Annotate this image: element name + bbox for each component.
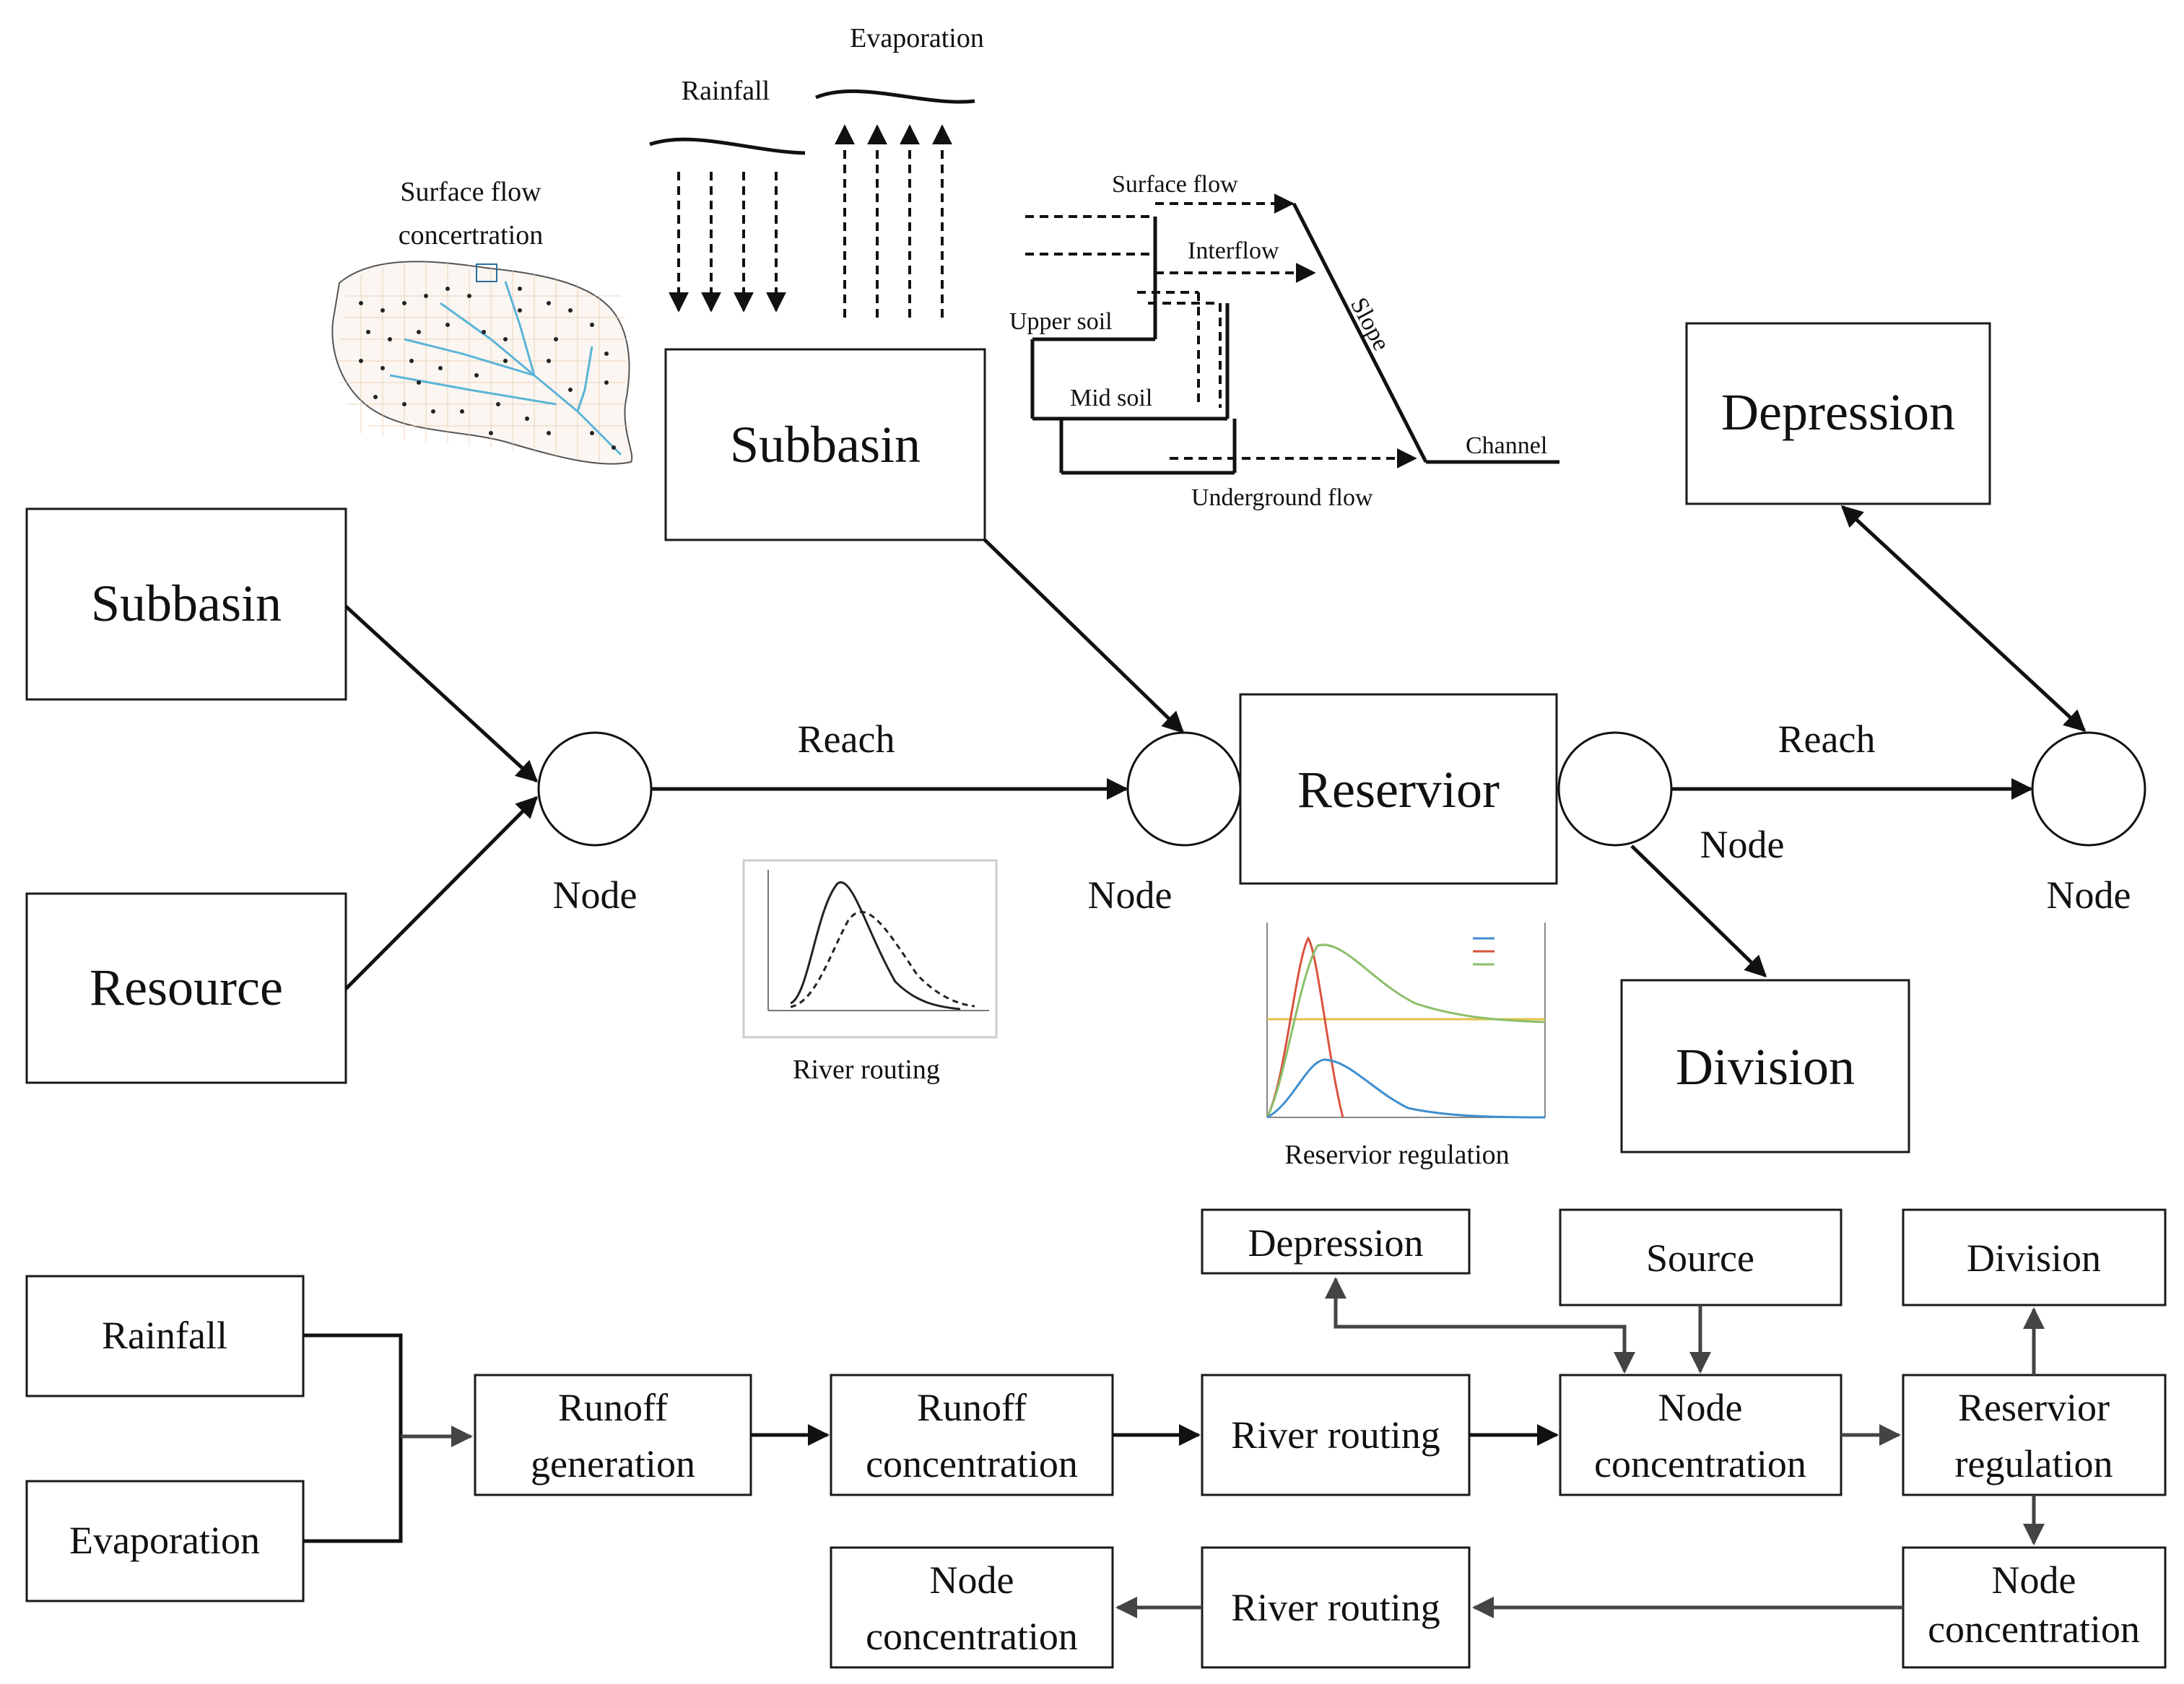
rainfall-input: Rainfall [649,76,806,313]
flow-rainfall-label: Rainfall [102,1314,227,1357]
arrow-resource-to-node1 [344,795,539,990]
flow-division-box: Division [1902,1208,2167,1306]
flow-runoff-generation-box: Runoff generation [474,1374,752,1496]
node-4-circle [2031,731,2146,847]
flow-runoff-generation-line2: generation [531,1442,695,1486]
reach-1-label: Reach [798,717,895,761]
surface-flow-label-line2: concertration [399,220,543,250]
flow-river-routing-1-label: River routing [1231,1413,1440,1457]
flow-river-routing-2-label: River routing [1231,1586,1440,1629]
reach-2-label: Reach [1778,717,1876,761]
depression-top-label: Depression [1721,383,1955,441]
flow-node-concentration-3-line1: Node [1992,1558,2076,1602]
flow-node-concentration-3-box: Node concentration [1902,1546,2167,1669]
soil-underground-flow-label: Underground flow [1191,484,1373,511]
flow-river-routing-2-box: River routing [1201,1546,1471,1669]
flow-depression-label: Depression [1248,1221,1424,1265]
flow-runoff-concentration-box: Runoff concentration [830,1374,1114,1496]
node-1-label: Node [553,873,638,917]
division-label: Division [1676,1038,1855,1096]
subbasin-left-box: Subbasin [25,507,347,701]
soil-upper-soil-label: Upper soil [1009,308,1113,335]
reservoir-label: Reservior [1297,761,1500,819]
arrow-subbasin-to-node2 [983,538,1185,734]
flow-rainfall-box: Rainfall [25,1275,305,1397]
reservoir-regulation-caption: Reservior regulation [1284,1140,1509,1170]
flow-division-label: Division [1967,1236,2101,1280]
flow-evaporation-label: Evaporation [69,1519,260,1562]
subbasin-center-box: Subbasin [664,348,986,541]
flow-runoff-generation-line1: Runoff [558,1386,668,1429]
flow-node-concentration-1-box: Node concentration [1559,1374,1843,1496]
division-box: Division [1620,979,1910,1153]
surface-flow-concentration-figure: Surface flow concertration [331,177,633,465]
connector-rainfall-evaporation [303,1333,403,1543]
soil-interflow-label: Interflow [1188,237,1279,264]
node-3-label: Node [1700,823,1785,866]
soil-profile-diagram: Surface flow Interflow Upper soil Mid so… [1009,171,1559,511]
node-4-label: Node [2047,873,2131,917]
flow-runoff-concentration-line1: Runoff [917,1386,1027,1429]
reservoir-regulation-chart-image [1235,907,1559,1125]
arrow-subbasin-to-node1 [344,605,539,783]
flow-node-concentration-2-line2: concentration [866,1615,1078,1658]
node-2-label: Node [1088,873,1173,917]
depression-top-box: Depression [1685,322,1991,505]
flow-node-concentration-1-line1: Node [1658,1386,1743,1429]
flow-reservoir-regulation-line2: regulation [1955,1442,2113,1486]
soil-surface-flow-label: Surface flow [1112,171,1238,198]
evaporation-wave [815,89,975,104]
reservoir-box: Reservior [1239,693,1558,885]
flow-source-label: Source [1646,1236,1754,1280]
evaporation-label: Evaporation [850,23,984,53]
rainfall-wave [649,137,806,155]
flow-node-concentration-2-line1: Node [930,1558,1014,1602]
flow-node-concentration-1-line2: concentration [1594,1442,1806,1486]
soil-channel-label: Channel [1466,432,1547,459]
evaporation-output: Evaporation [815,23,984,318]
flow-node-concentration-2-box: Node concentration [830,1546,1114,1669]
flow-runoff-concentration-line2: concentration [866,1442,1078,1486]
arrow-node-depression-bidirectional [1325,1277,1635,1374]
node-1-circle [537,731,653,847]
rainfall-arrows [669,172,786,313]
resource-box: Resource [25,892,347,1084]
watershed-map-image [331,261,633,465]
node-3-circle [1557,731,1673,847]
rainfall-label: Rainfall [682,76,770,106]
arrow-node3-to-division [1630,845,1767,978]
resource-label: Resource [90,959,283,1016]
flow-depression-box: Depression [1201,1208,1471,1275]
flow-reservoir-regulation-box: Reservior regulation [1902,1374,2167,1496]
flow-reservoir-regulation-line1: Reservior [1958,1386,2110,1429]
surface-flow-label-line1: Surface flow [400,177,541,207]
soil-mid-soil-label: Mid soil [1070,385,1152,411]
flow-source-box: Source [1559,1208,1843,1306]
evaporation-arrows [835,124,952,318]
river-routing-chart-image [742,859,998,1039]
flow-river-routing-1-box: River routing [1201,1374,1471,1496]
subbasin-left-label: Subbasin [91,575,282,632]
arrow-depression-node4 [1840,505,2087,733]
flow-node-concentration-3-line2: concentration [1928,1607,2140,1651]
soil-slope-label: Slope [1345,293,1395,355]
river-routing-caption: River routing [793,1055,940,1085]
flow-evaporation-box: Evaporation [25,1480,305,1602]
subbasin-center-label: Subbasin [730,416,921,474]
node-2-circle [1126,731,1242,847]
